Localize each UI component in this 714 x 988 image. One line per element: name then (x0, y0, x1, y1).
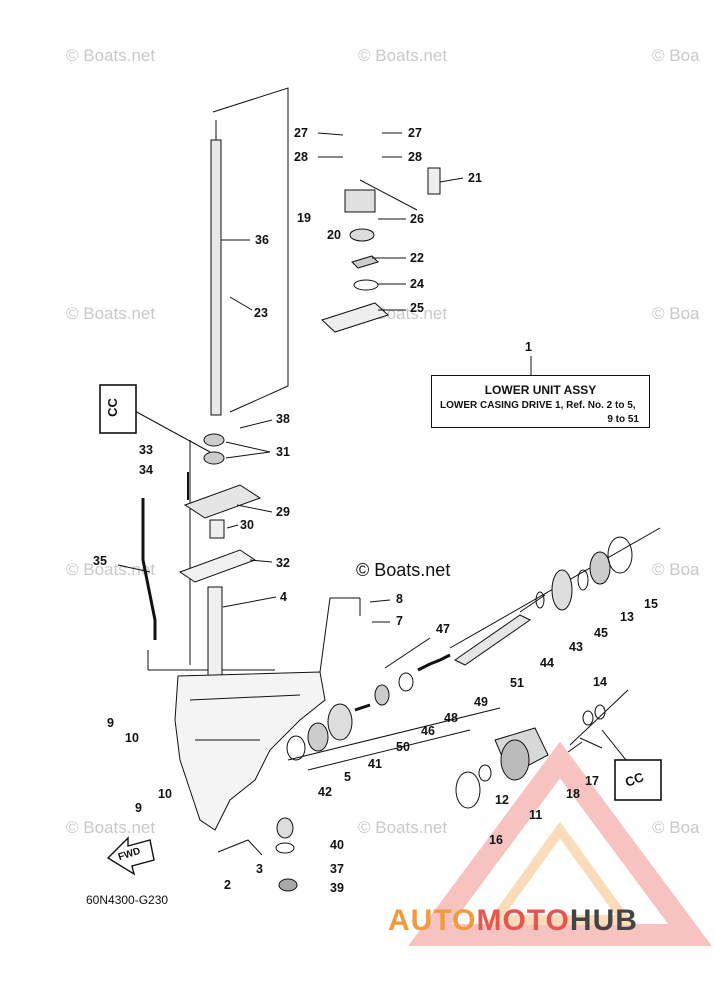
diagram-code: 60N4300-G230 (86, 893, 169, 907)
callout-18: 18 (566, 787, 580, 801)
callout-10: 10 (125, 731, 139, 745)
callout-46: 46 (421, 724, 435, 738)
callout-34: 34 (139, 463, 153, 477)
watermark: © Boats.net (66, 304, 156, 323)
assembly-reference-box: LOWER UNIT ASSY LOWER CASING DRIVE 1, Re… (431, 375, 650, 428)
callout-19: 19 (297, 211, 311, 225)
callout-36: 36 (255, 233, 269, 247)
callout-2: 2 (224, 878, 231, 892)
callout-27: 27 (294, 126, 308, 140)
cc-box (614, 759, 662, 801)
watermark: © Boats.net (66, 560, 156, 579)
callout-12: 12 (495, 793, 509, 807)
callout-39: 39 (330, 881, 344, 895)
callout-21: 21 (468, 171, 482, 185)
callout-9: 9 (107, 716, 114, 730)
group-outline (212, 87, 289, 413)
callout-4: 4 (280, 590, 287, 604)
callout-47: 47 (436, 622, 450, 636)
brand-part-2: MOTO (476, 904, 570, 937)
callout-16: 16 (489, 833, 503, 847)
callout-50: 50 (396, 740, 410, 754)
callout-51: 51 (510, 676, 524, 690)
callout-37: 37 (330, 862, 344, 876)
logo-triangle (408, 741, 712, 946)
credit-text: © Boats.net (356, 560, 451, 580)
callout-27: 27 (408, 126, 422, 140)
callout-35: 35 (93, 554, 107, 568)
callout-20: 20 (327, 228, 341, 242)
cc-label: CC (104, 398, 120, 417)
callout-7: 7 (396, 614, 403, 628)
watermark: © Boa (652, 46, 700, 65)
callout-10: 10 (158, 787, 172, 801)
callout-32: 32 (276, 556, 290, 570)
callout-42: 42 (318, 785, 332, 799)
brand-part-3: HUB (569, 904, 638, 937)
callout-48: 48 (444, 711, 458, 725)
callout-33: 33 (139, 443, 153, 457)
callout-30: 30 (240, 518, 254, 532)
callout-13: 13 (620, 610, 634, 624)
callout-40: 40 (330, 838, 344, 852)
callout-44: 44 (540, 656, 554, 670)
callout-45: 45 (594, 626, 608, 640)
watermark: © Boats.net (358, 818, 448, 837)
callout-31: 31 (276, 445, 290, 459)
brand-part-1: AUTO (388, 904, 477, 937)
watermark: © Boats.net (66, 46, 156, 65)
assembly-title: LOWER UNIT ASSY (484, 383, 597, 397)
callout-14: 14 (593, 675, 607, 689)
callout-25: 25 (410, 301, 424, 315)
watermark: © Boats.net (66, 818, 156, 837)
callout-1: 1 (525, 340, 532, 354)
assembly-description: LOWER CASING DRIVE 1, Ref. No. 2 to 5, (440, 400, 636, 411)
watermark: © Boa (652, 304, 700, 323)
cc-box (99, 384, 137, 434)
callout-28: 28 (408, 150, 422, 164)
callout-38: 38 (276, 412, 290, 426)
callout-8: 8 (396, 592, 403, 606)
callout-22: 22 (410, 251, 424, 265)
watermark: © Boa (652, 818, 700, 837)
callout-41: 41 (368, 757, 382, 771)
callout-11: 11 (529, 808, 543, 822)
callout-17: 17 (585, 774, 599, 788)
callout-23: 23 (254, 306, 268, 320)
callout-43: 43 (569, 640, 583, 654)
callout-49: 49 (474, 695, 488, 709)
callout-9: 9 (135, 801, 142, 815)
assembly-description-cont: 9 to 51 (607, 414, 639, 425)
brand-logo: AUTOMOTOHUB (388, 904, 638, 938)
watermark: © Boa (652, 560, 700, 579)
callout-5: 5 (344, 770, 351, 784)
fwd-arrow-icon (106, 836, 155, 876)
callout-24: 24 (410, 277, 424, 291)
callout-29: 29 (276, 505, 290, 519)
callout-26: 26 (410, 212, 424, 226)
callout-3: 3 (256, 862, 263, 876)
watermark: © Boats.net (358, 46, 448, 65)
callout-28: 28 (294, 150, 308, 164)
callout-15: 15 (644, 597, 658, 611)
